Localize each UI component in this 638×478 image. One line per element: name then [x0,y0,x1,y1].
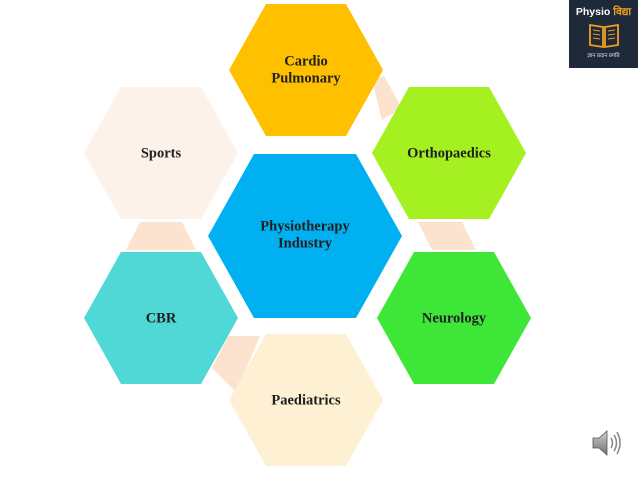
hex-sports-label: Sports [141,145,182,161]
hex-orthopaedics [372,87,526,219]
hex-center-label-line-1: Physiotherapy [260,218,350,234]
logo-title-devanagari: विद्या [613,6,632,18]
hex-orthopaedics-label: Orthopaedics [407,145,491,161]
connector-cardio-ortho [372,76,402,120]
logo-title: Physio विद्या [569,5,638,19]
connector-ortho-neuro [418,222,476,250]
hex-cbr-label: CBR [146,310,177,326]
book-icon [589,23,619,49]
hex-cardio [229,4,383,136]
hex-sports [84,87,238,219]
hex-neurology [377,252,531,384]
logo-title-latin: Physio [575,6,611,18]
connector-cbr-paed [212,336,260,392]
physio-vidya-logo: Physio विद्या ज्ञान प्रदान प्रगति [569,0,638,68]
hex-paediatrics-label: Paediatrics [271,392,341,408]
hex-center-label-line-2: Industry [278,235,333,251]
hex-cardio-label-line-1: Cardio [284,53,328,69]
hex-cardio-label-line-2: Pulmonary [271,70,341,86]
connector-sports-cbr [126,222,196,250]
speaker-icon[interactable] [590,426,624,460]
logo-tagline: ज्ञान प्रदान प्रगति [587,53,620,59]
hex-paediatrics [229,334,383,466]
hex-center [208,154,402,318]
hex-neurology-label: Neurology [422,310,487,326]
hex-cbr [84,252,238,384]
